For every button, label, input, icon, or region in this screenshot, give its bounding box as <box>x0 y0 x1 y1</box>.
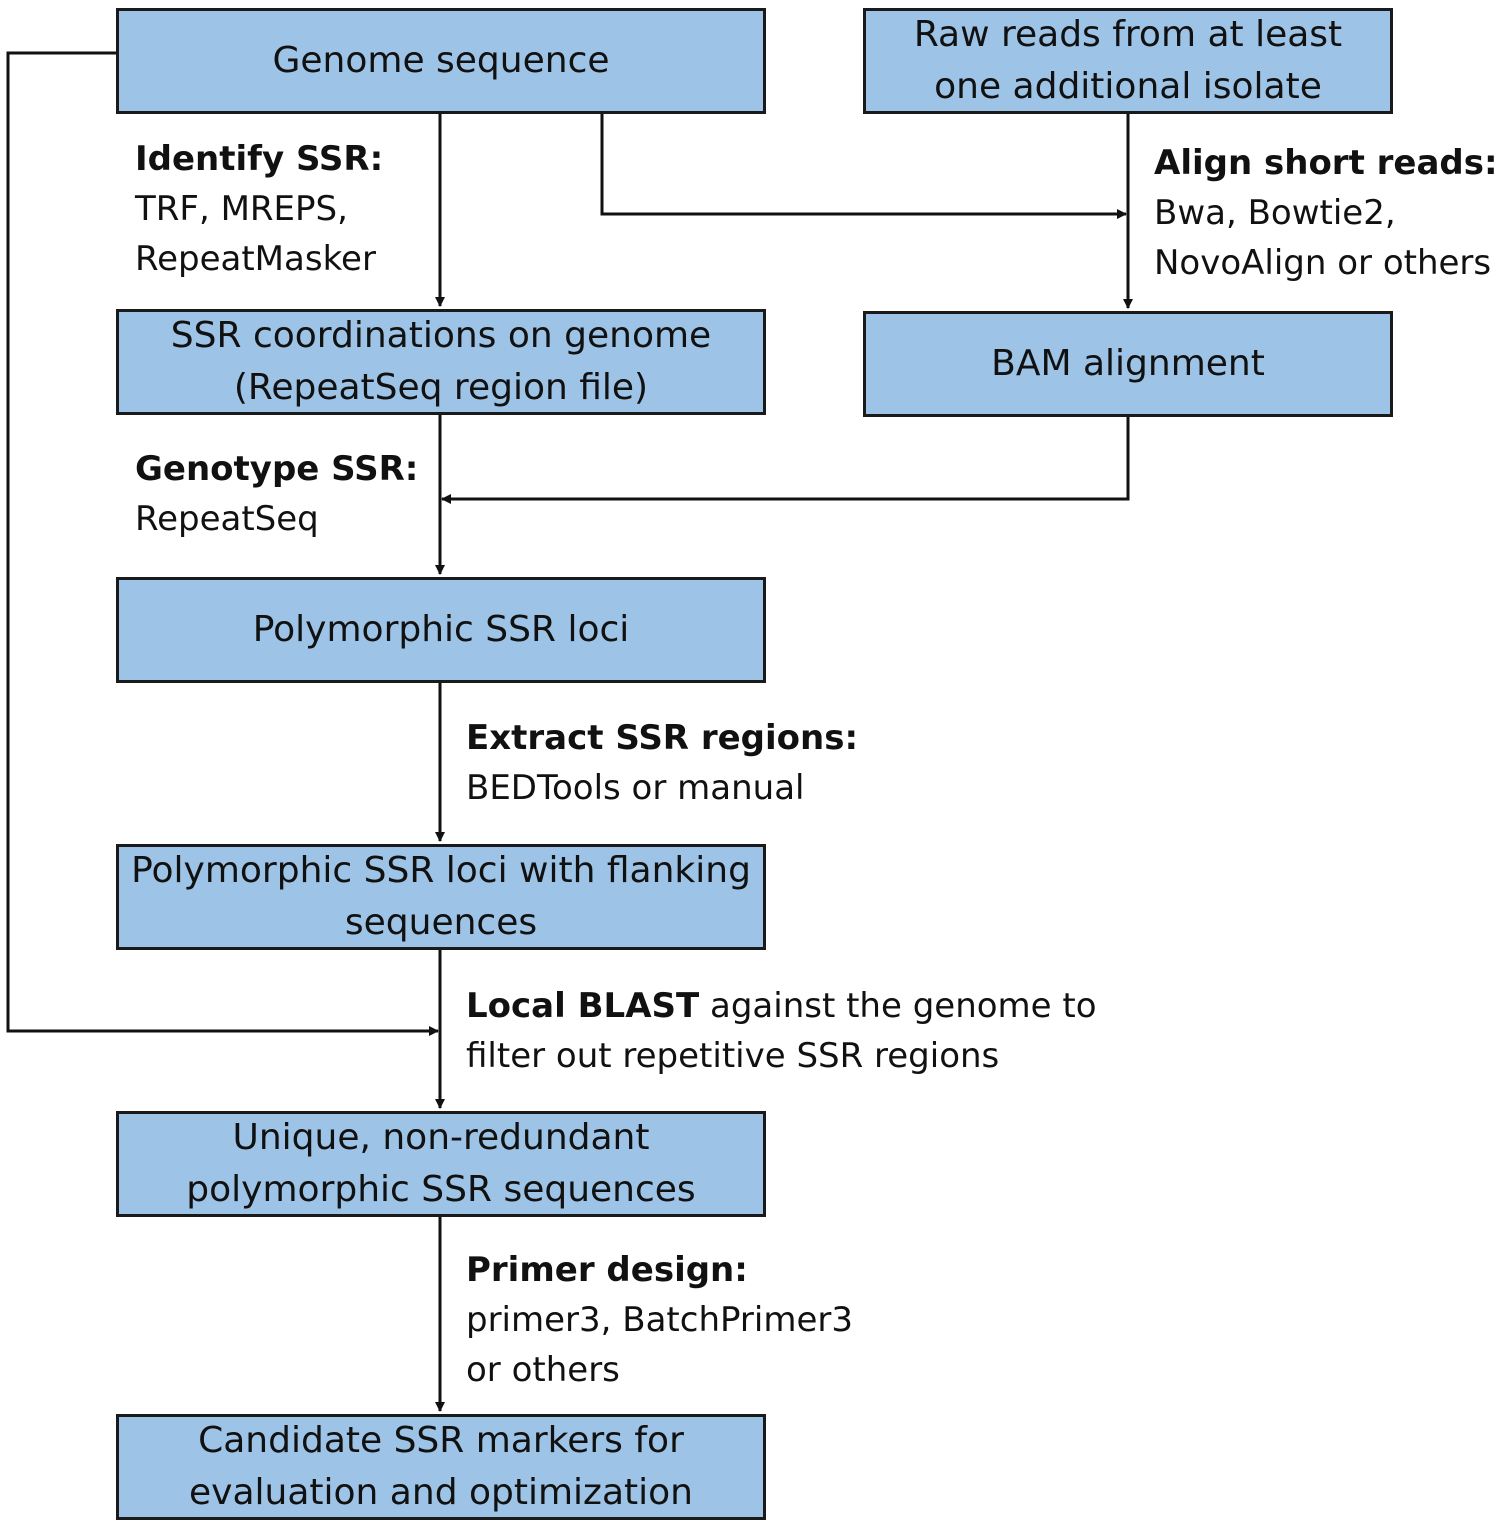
arrow-bam-to-genotype <box>441 416 1130 504</box>
genotype-ssr-step: Genotype SSR: RepeatSeq <box>135 444 418 544</box>
primer-design-tools-2: or others <box>466 1350 620 1390</box>
align-short-reads-step: Align short reads: Bwa, Bowtie2, NovoAli… <box>1154 138 1498 288</box>
candidate-ssr-markers-label: Candidate SSR markers for evaluation and… <box>189 1420 693 1513</box>
unique-ssr-sequences-label: Unique, non-redundant polymorphic SSR se… <box>186 1117 696 1210</box>
genotype-ssr-tool: RepeatSeq <box>135 499 319 539</box>
extract-ssr-regions-title: Extract SSR regions: <box>466 718 859 758</box>
arrow-genome-to-align <box>600 113 1127 219</box>
ssr-coordinations-label: SSR coordinations on genome (RepeatSeq r… <box>170 315 712 408</box>
raw-reads-label: Raw reads from at least one additional i… <box>913 14 1343 107</box>
align-short-reads-tools-2: NovoAlign or others <box>1154 243 1492 283</box>
flanking-sequences-box: Polymorphic SSR loci with flanking seque… <box>116 844 766 950</box>
primer-design-tools-1: primer3, BatchPrimer3 <box>466 1300 853 1340</box>
identify-ssr-step: Identify SSR: TRF, MREPS, RepeatMasker <box>135 134 383 284</box>
extract-ssr-regions-step: Extract SSR regions: BEDTools or manual <box>466 713 858 813</box>
polymorphic-ssr-loci-label: Polymorphic SSR loci <box>252 609 630 650</box>
genome-sequence-box: Genome sequence <box>116 8 766 114</box>
unique-ssr-sequences-box: Unique, non-redundant polymorphic SSR se… <box>116 1111 766 1217</box>
identify-ssr-title: Identify SSR: <box>135 139 384 179</box>
local-blast-description-2: filter out repetitive SSR regions <box>466 1036 1000 1076</box>
align-short-reads-tools-1: Bwa, Bowtie2, <box>1154 193 1396 233</box>
genome-sequence-label: Genome sequence <box>272 40 610 81</box>
identify-ssr-tools-2: RepeatMasker <box>135 239 376 279</box>
arrow-genome-to-blast <box>6 51 439 1036</box>
ssr-coordinations-box: SSR coordinations on genome (RepeatSeq r… <box>116 309 766 415</box>
polymorphic-ssr-loci-box: Polymorphic SSR loci <box>116 577 766 683</box>
primer-design-step: Primer design: primer3, BatchPrimer3 or … <box>466 1245 853 1395</box>
align-short-reads-title: Align short reads: <box>1154 143 1498 183</box>
raw-reads-box: Raw reads from at least one additional i… <box>863 8 1393 114</box>
local-blast-step: Local BLAST against the genome to filter… <box>466 981 1097 1081</box>
local-blast-title: Local BLAST <box>466 986 700 1026</box>
local-blast-description-1: against the genome to <box>699 986 1097 1026</box>
bam-alignment-box: BAM alignment <box>863 311 1393 417</box>
flanking-sequences-label: Polymorphic SSR loci with flanking seque… <box>131 850 751 943</box>
extract-ssr-regions-tool: BEDTools or manual <box>466 768 805 808</box>
primer-design-title: Primer design: <box>466 1250 748 1290</box>
candidate-ssr-markers-box: Candidate SSR markers for evaluation and… <box>116 1414 766 1520</box>
genotype-ssr-title: Genotype SSR: <box>135 449 419 489</box>
identify-ssr-tools-1: TRF, MREPS, <box>135 189 348 229</box>
bam-alignment-label: BAM alignment <box>991 343 1265 384</box>
